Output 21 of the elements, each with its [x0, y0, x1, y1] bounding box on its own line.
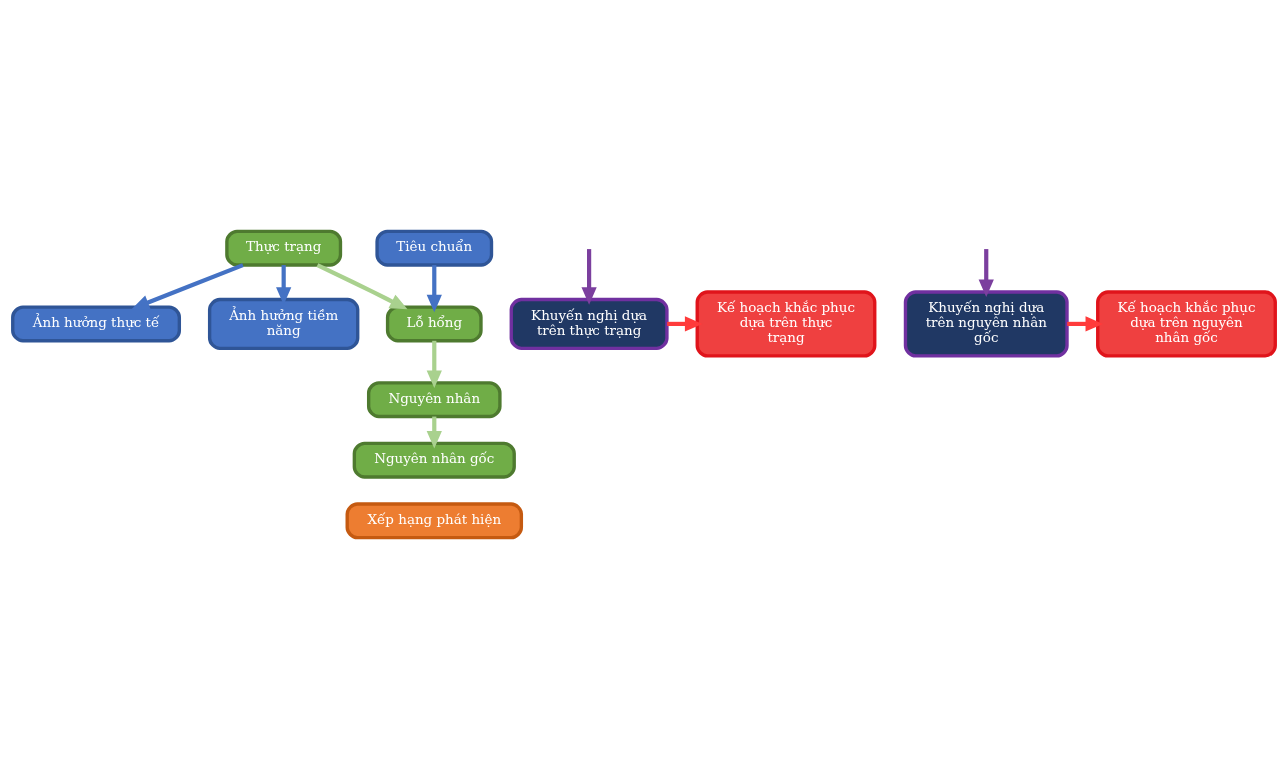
arrow: [667, 315, 703, 332]
node-box: Nguyên nhân gốc: [352, 441, 516, 479]
node-box: Thực trạng: [225, 229, 343, 267]
node-box: Tiêu chuẩn: [375, 229, 494, 267]
arrow: [316, 262, 408, 309]
node-box: Kế hoạch khắc phục dựa trên thực trạng: [695, 289, 877, 358]
arrow: [131, 262, 244, 310]
arrow: [581, 248, 597, 305]
node-box: Kế hoạch khắc phục dựa trên nguyên nhân gốc: [1096, 289, 1277, 358]
node-box: Ảnh hưởng tiềm năng: [207, 297, 360, 350]
node-box: Nguyên nhân: [366, 380, 502, 418]
arrow: [1067, 315, 1103, 332]
arrow: [426, 264, 442, 312]
arrow: [426, 340, 442, 388]
node-box: Khuyến nghị dựa trên thực trạng: [509, 297, 669, 350]
node-box: Xếp hạng phát hiện: [345, 501, 524, 539]
arrow: [978, 248, 994, 297]
arrow: [276, 264, 292, 305]
node-box: Khuyến nghị dựa trên nguyên nhân gốc: [903, 289, 1069, 358]
node-box: Ảnh hưởng thực tế: [11, 304, 182, 342]
node-box: Lỗ hổng: [385, 304, 483, 342]
